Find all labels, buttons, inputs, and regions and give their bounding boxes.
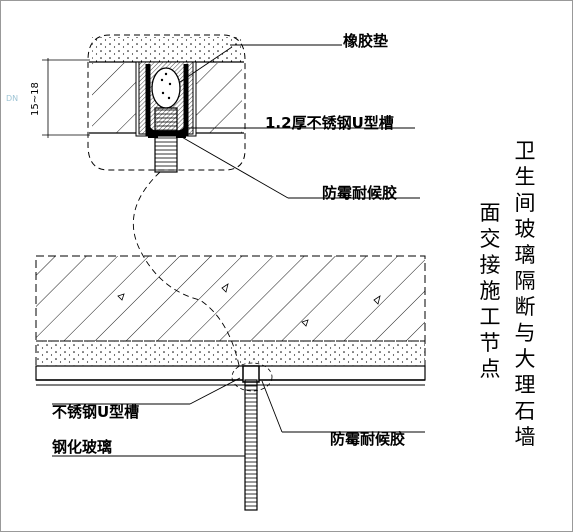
title-char: 接 (479, 253, 501, 277)
title-char: 交 (479, 227, 501, 251)
title-char: 点 (479, 357, 501, 381)
title-char: 与 (514, 321, 536, 345)
title-char: 节 (479, 331, 501, 355)
mortar-bed (35, 340, 426, 367)
title-char: 断 (514, 295, 536, 319)
title-char: 卫 (514, 139, 536, 163)
detail-boundary (87, 34, 246, 171)
label-sealant-detail: 防霉耐候胶 (322, 184, 398, 202)
sand-layer (92, 37, 242, 62)
label-tempered-glass: 钢化玻璃 (52, 438, 113, 456)
glass-section (244, 379, 258, 511)
label-u-channel-section: 不锈钢U型槽 (52, 403, 140, 421)
marble-slab (35, 255, 426, 342)
title-char: 间 (514, 191, 536, 215)
section-view (35, 255, 426, 511)
watermark: DN (6, 94, 19, 103)
title-column-2: 面交接施工节点 (478, 200, 502, 382)
title-char: 璃 (514, 243, 536, 267)
title-char: 施 (479, 279, 501, 303)
title-char: 玻 (514, 217, 536, 241)
glass-detail (154, 107, 178, 173)
label-sealant-section: 防霉耐候胶 (330, 430, 406, 448)
label-u-channel-detail: 1.2厚不锈钢U型槽 (265, 114, 394, 132)
label-rubber-pad: 橡胶垫 (343, 32, 389, 50)
dimension-label: 15~18 (30, 82, 41, 116)
title-char: 大 (514, 347, 536, 371)
title-column-1: 卫生间玻璃隔断与大理石墙 (513, 138, 537, 450)
title-char: 生 (514, 165, 536, 189)
floor-band (35, 365, 426, 381)
detail-view (42, 34, 420, 199)
title-char: 面 (479, 201, 501, 225)
title-char: 隔 (514, 269, 536, 293)
title-char: 理 (514, 373, 536, 397)
title-char: 墙 (514, 425, 536, 449)
title-char: 工 (479, 305, 501, 329)
title-char: 石 (514, 399, 536, 423)
